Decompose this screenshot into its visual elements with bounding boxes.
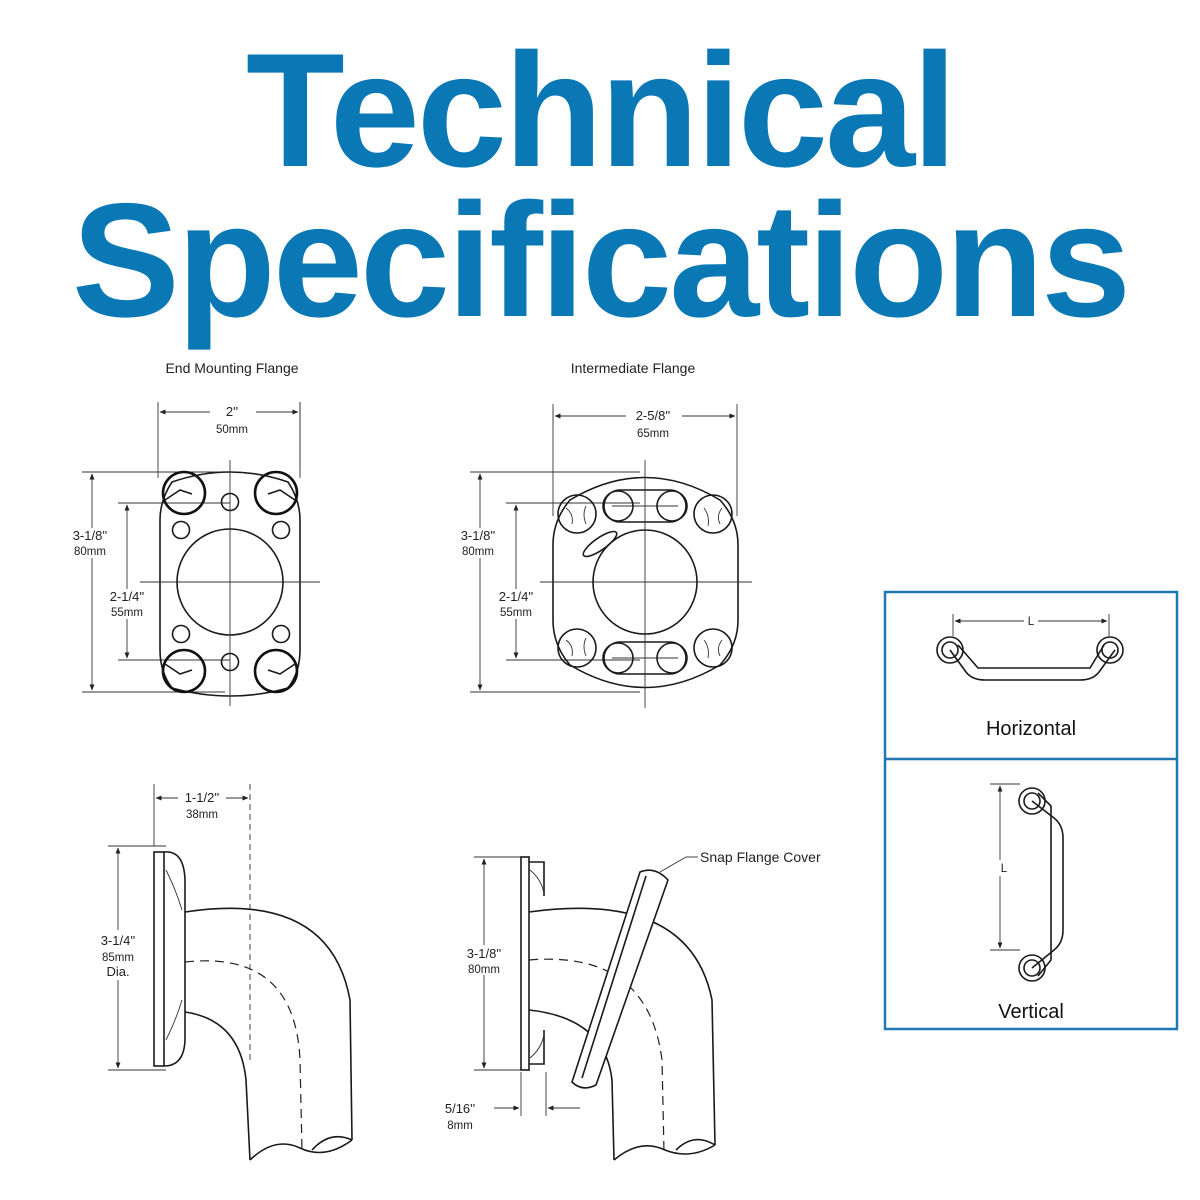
intermediate-flange-height-metric: 80mm [462,546,494,558]
intermediate-side-plate-metric: 8mm [447,1120,473,1132]
horizontal-label: Horizontal [986,718,1076,740]
intermediate-flange-front-view: Intermediate Flange 2-5/8'' 65mm 3-1/8''… [456,360,752,708]
end-side-diameter-suffix: Dia. [106,964,129,979]
end-flange-height-imperial: 3-1/8'' [73,528,108,543]
end-side-projection-metric: 38mm [186,809,218,821]
end-side-projection-imperial: 1-1/2'' [185,790,220,805]
intermediate-side-height-imperial: 3-1/8'' [467,946,502,961]
end-flange-front-view: End Mounting Flange 2'' 50mm 3-1/8'' 80m… [68,360,320,706]
end-side-diameter-imperial: 3-1/4'' [101,933,136,948]
intermediate-flange-side-view: 3-1/8'' 80mm 5/16'' 8mm Snap Flange Cove… [445,849,821,1161]
orientation-panels: L Horizontal L Vertical [883,590,1179,1031]
vertical-length-label: L [1001,863,1008,875]
end-flange-width-imperial: 2'' [226,404,238,419]
intermediate-flange-spacing-imperial: 2-1/4'' [499,589,534,604]
intermediate-side-height-metric: 80mm [468,964,500,976]
title-specifications: Specifications [71,170,1131,351]
end-side-diameter-metric: 85mm [102,952,134,964]
title-technical: Technical [245,20,957,201]
end-flange-spacing-imperial: 2-1/4'' [110,589,145,604]
vertical-bar-illustration: L [990,783,1064,982]
end-flange-width-metric: 50mm [216,424,248,436]
horizontal-length-label: L [1028,616,1035,628]
horizontal-bar-illustration: L [936,613,1124,681]
snap-flange-cover-callout: Snap Flange Cover [700,849,821,865]
intermediate-flange-width-imperial: 2-5/8'' [636,408,671,423]
vertical-label: Vertical [998,1001,1064,1023]
end-flange-caption: End Mounting Flange [165,360,298,376]
intermediate-flange-width-metric: 65mm [637,428,669,440]
intermediate-flange-height-imperial: 3-1/8'' [461,528,496,543]
end-flange-side-view: 1-1/2'' 38mm 3-1/4'' 85mm Dia. [94,784,353,1161]
intermediate-flange-caption: Intermediate Flange [571,360,696,376]
end-flange-height-metric: 80mm [74,546,106,558]
end-flange-spacing-metric: 55mm [111,607,143,619]
intermediate-side-plate-imperial: 5/16'' [445,1101,475,1116]
intermediate-flange-spacing-metric: 55mm [500,607,532,619]
